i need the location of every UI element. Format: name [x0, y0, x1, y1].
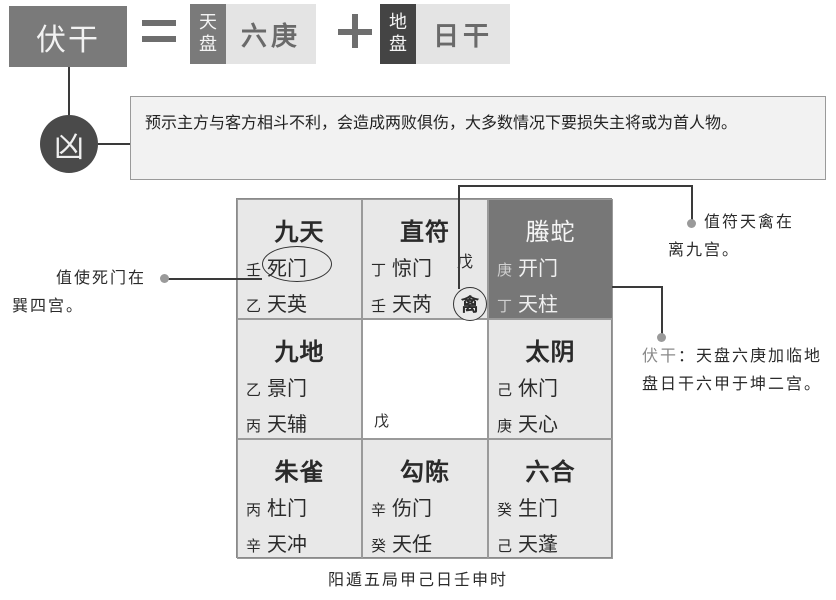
deity: 朱雀 [274, 458, 325, 486]
qimen-grid: 九天 壬死门 乙天英 直符 丁惊门 壬天芮 螣蛇 庚开门 丁天柱 九地 乙景门 … [236, 198, 613, 559]
connector-line [68, 67, 70, 115]
deity: 六合 [525, 458, 576, 486]
door: 休门 [518, 376, 559, 400]
bullet-dot-icon [657, 333, 666, 342]
palace-center5 [362, 319, 488, 439]
palace-qian6: 六合 癸生门 己天蓬 [488, 439, 613, 559]
stem: 庚 [497, 417, 513, 435]
connector-line [168, 278, 262, 280]
stem: 丁 [371, 261, 387, 279]
stem: 庚 [497, 261, 513, 279]
palace-gen8: 朱雀 丙杜门 辛天冲 [237, 439, 362, 559]
center-stem: 戊 [374, 412, 390, 430]
side-stem: 戊 [457, 252, 474, 271]
deity: 勾陈 [400, 458, 450, 486]
star: 天辅 [267, 412, 308, 436]
dipan-box: 地 盘 日干 [380, 4, 510, 64]
deity: 太阴 [525, 338, 576, 366]
door: 开门 [518, 256, 559, 280]
connector-line [612, 286, 662, 288]
note-left: 值使死门在 巽四宫。 [12, 268, 147, 315]
stem: 乙 [246, 297, 262, 315]
highlight-circle [262, 246, 332, 282]
fugan-highlight: 伏干 [642, 346, 679, 365]
stem: 辛 [371, 501, 387, 519]
diagram-caption: 阳遁五局甲己日壬申时 [327, 570, 508, 589]
door: 生门 [518, 496, 559, 520]
star: 天心 [518, 412, 559, 436]
connector-line [661, 286, 663, 336]
connector-line [98, 143, 130, 145]
palace-li9: 直符 丁惊门 壬天芮 [362, 199, 488, 319]
connector-line [691, 185, 693, 223]
dipan-value: 日干 [432, 21, 493, 52]
connector-line [458, 185, 692, 187]
bullet-dot-icon [160, 274, 169, 283]
door: 惊门 [392, 256, 433, 280]
verdict-description: 预示主方与客方相斗不利，会造成两败俱伤，大多数情况下要损失主将或为首人物。 [130, 96, 826, 180]
star: 天英 [267, 292, 308, 316]
stem: 癸 [497, 501, 513, 519]
door: 伤门 [392, 496, 433, 520]
door: 景门 [267, 376, 308, 400]
palace-dui7: 太阴 己休门 庚天心 [488, 319, 613, 439]
bullet-dot-icon [687, 219, 696, 228]
fugan-label: 伏干 [9, 6, 127, 67]
stem: 丁 [497, 297, 513, 315]
plus-sign [336, 12, 376, 60]
stem: 壬 [246, 261, 262, 279]
note-right-top: 值符天禽在 离九宫。 [668, 212, 795, 259]
stem: 己 [497, 537, 513, 555]
stem: 壬 [371, 297, 387, 315]
tianpan-value: 六庚 [240, 21, 301, 52]
palace-kun2: 螣蛇 庚开门 丁天柱 [488, 199, 613, 319]
plus-icon [338, 14, 372, 48]
tianpan-tag: 天 盘 [190, 4, 226, 64]
tianpan-box: 天 盘 六庚 [190, 4, 316, 64]
equals-icon [142, 20, 176, 42]
deity: 直符 [400, 218, 450, 246]
deity: 九天 [274, 218, 325, 246]
qin-marker: 禽 [453, 287, 487, 321]
star: 天任 [392, 532, 433, 556]
star: 天芮 [392, 292, 433, 316]
palace-kan1: 勾陈 辛伤门 癸天任 [362, 439, 488, 559]
deity: 九地 [274, 338, 325, 366]
stem: 丙 [246, 417, 262, 435]
star: 天柱 [518, 292, 559, 316]
stem: 癸 [371, 537, 387, 555]
palace-zhen3: 九地 乙景门 丙天辅 [237, 319, 362, 439]
door: 杜门 [267, 496, 308, 520]
star: 天蓬 [518, 532, 559, 556]
deity: 螣蛇 [525, 218, 576, 246]
star: 天冲 [267, 532, 308, 556]
note-right-bottom: 伏干：天盘六庚加临地 盘日干六甲于坤二宫。 [642, 346, 823, 393]
palace-xun4: 九天 壬死门 乙天英 [237, 199, 362, 319]
connector-line [458, 186, 460, 289]
stem: 辛 [246, 537, 262, 555]
stem: 乙 [246, 381, 262, 399]
dipan-tag: 地 盘 [380, 4, 416, 64]
stem: 己 [497, 381, 513, 399]
equals-sign [140, 10, 180, 58]
stem: 丙 [246, 501, 262, 519]
xiong-badge: 凶 [40, 115, 98, 173]
